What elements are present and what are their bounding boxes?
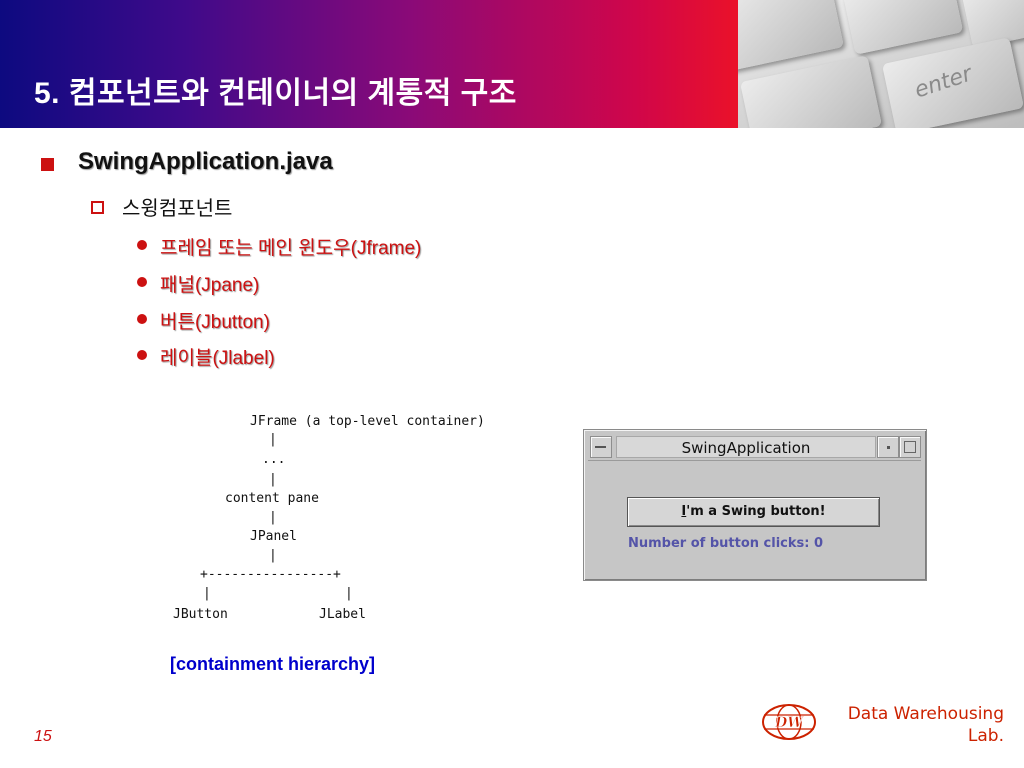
enter-key-image: enter	[738, 0, 1024, 128]
minus-icon	[595, 446, 606, 448]
hierarchy-connector: |	[269, 510, 277, 525]
swing-application-window: SwingApplication I'm a Swing button! Num…	[583, 429, 927, 581]
maximize-icon	[904, 441, 916, 453]
slide-title: 5. 컴포넌트와 컨테이너의 계통적 구조	[34, 77, 517, 110]
hierarchy-branch: +----------------+	[200, 567, 341, 582]
window-titlebar: SwingApplication	[588, 434, 921, 461]
minimize-dot-icon	[887, 446, 890, 449]
hierarchy-jpanel: JPanel	[250, 529, 297, 544]
page-number: 15	[34, 728, 52, 745]
button-mnemonic: I	[681, 504, 687, 519]
hierarchy-connector: |	[269, 548, 277, 563]
bullet-level2-text: 스윙컴포넌트	[122, 198, 233, 220]
dot-bullet-icon	[137, 314, 147, 324]
lab-name-line1: Data Warehousing	[847, 704, 1004, 724]
hierarchy-connector: |	[269, 472, 277, 487]
window-minimize-button[interactable]	[877, 436, 899, 458]
bullet-item-jbutton: 버튼(Jbutton)	[160, 312, 270, 333]
window-title: SwingApplication	[681, 439, 811, 457]
lab-name-line2: Lab.	[967, 726, 1004, 746]
diagram-caption: [containment hierarchy]	[170, 654, 376, 674]
dot-bullet-icon	[137, 350, 147, 360]
dot-bullet-icon	[137, 277, 147, 287]
hollow-square-bullet-icon	[91, 201, 104, 214]
window-menu-button[interactable]	[590, 436, 612, 458]
bullet-level1-text: SwingApplication.java	[78, 148, 333, 175]
window-title-box: SwingApplication	[616, 436, 876, 458]
hierarchy-ellipsis: ...	[262, 452, 286, 467]
hierarchy-connector: |	[269, 432, 277, 447]
title-banner: 5. 컴포넌트와 컨테이너의 계통적 구조 enter	[0, 0, 1024, 128]
hierarchy-jlabel: JLabel	[319, 607, 366, 622]
button-label: 'm a Swing button!	[686, 504, 826, 519]
hierarchy-content-pane: content pane	[225, 491, 319, 506]
hierarchy-jbutton: JButton	[173, 607, 228, 622]
square-bullet-icon	[41, 158, 54, 171]
logo-mark: DW	[774, 715, 804, 731]
bullet-item-jpane: 패널(Jpane)	[160, 275, 260, 296]
window-maximize-button[interactable]	[899, 436, 921, 458]
globe-logo-icon: DW	[762, 704, 816, 740]
click-count-label: Number of button clicks: 0	[628, 536, 824, 551]
hierarchy-jframe: JFrame (a top-level container)	[250, 414, 485, 429]
dot-bullet-icon	[137, 240, 147, 250]
bullet-item-jframe: 프레임 또는 메인 윈도우(Jframe)	[160, 238, 422, 259]
bullet-item-jlabel: 레이블(Jlabel)	[160, 348, 275, 369]
hierarchy-connector: |	[203, 586, 211, 601]
hierarchy-connector: |	[345, 586, 353, 601]
swing-demo-button[interactable]: I'm a Swing button!	[627, 497, 880, 527]
